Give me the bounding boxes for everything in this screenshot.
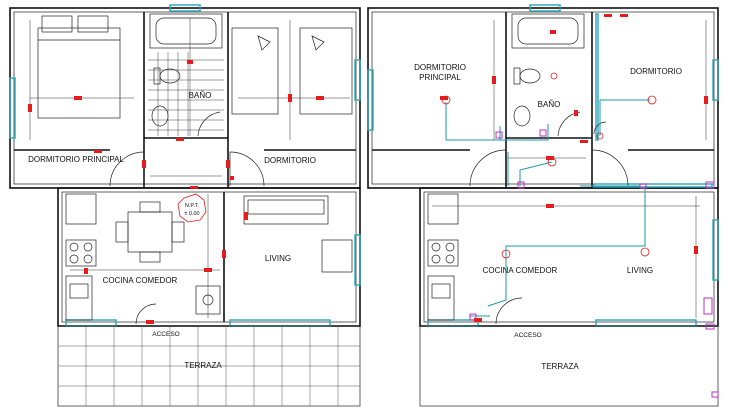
left-label-master-bedroom: DORMITORIO PRINCIPAL (28, 155, 124, 164)
right-label-access: ACCESO (514, 332, 541, 339)
right-walls (367, 7, 719, 327)
right-label-bathroom: BAÑO (538, 100, 561, 109)
right-kitchen-fixtures (427, 193, 459, 321)
right-terrace (419, 325, 719, 407)
left-dimension-lines (29, 18, 350, 318)
right-red-markers (440, 14, 708, 322)
master-bed (37, 15, 121, 119)
left-label-living: LIVING (265, 254, 291, 263)
level-tag-line2: ± 0.00 (184, 211, 199, 217)
right-label-terrace: TERRAZA (541, 362, 579, 371)
left-label-access: ACCESO (152, 331, 179, 338)
living-furniture (195, 195, 353, 315)
right-bathroom-fixtures (511, 13, 585, 137)
dining-table (115, 201, 185, 263)
right-dimension-lines (432, 20, 707, 318)
left-label-bathroom: BAÑO (189, 91, 212, 100)
right-label-living: LIVING (627, 266, 653, 275)
left-label-bedroom: DORMITORIO (264, 156, 316, 165)
left-label-terrace: TERRAZA (184, 361, 222, 370)
bedroom-beds (231, 27, 353, 115)
level-tag-line1: N.P.T. (185, 203, 200, 209)
right-label-master-bedroom-line2: PRINCIPAL (419, 73, 461, 82)
terrace-tiles (57, 325, 361, 407)
left-label-kitchen-dining: COCINA COMEDOR (103, 276, 178, 285)
right-doors (469, 121, 629, 325)
kitchen-fixtures (65, 193, 97, 321)
left-windows (9, 4, 361, 327)
left-doors (109, 151, 265, 325)
electrical-symbols (441, 72, 719, 398)
right-label-kitchen-dining: COCINA COMEDOR (483, 266, 558, 275)
right-floor-plan: DORMITORIO PRINCIPAL DORMITORIO BAÑO COC… (367, 4, 719, 407)
left-floor-plan: N.P.T. ± 0.00 DORMITORIO PRINCIPAL DORMI… (9, 4, 361, 407)
left-bathroom-fixtures (148, 13, 224, 137)
right-label-master-bedroom-line1: DORMITORIO (414, 63, 466, 72)
right-label-bedroom: DORMITORIO (630, 67, 682, 76)
electrical-wiring (445, 99, 650, 317)
level-tag: N.P.T. ± 0.00 (177, 193, 207, 223)
left-red-markers (28, 60, 324, 324)
left-walls (9, 7, 361, 327)
